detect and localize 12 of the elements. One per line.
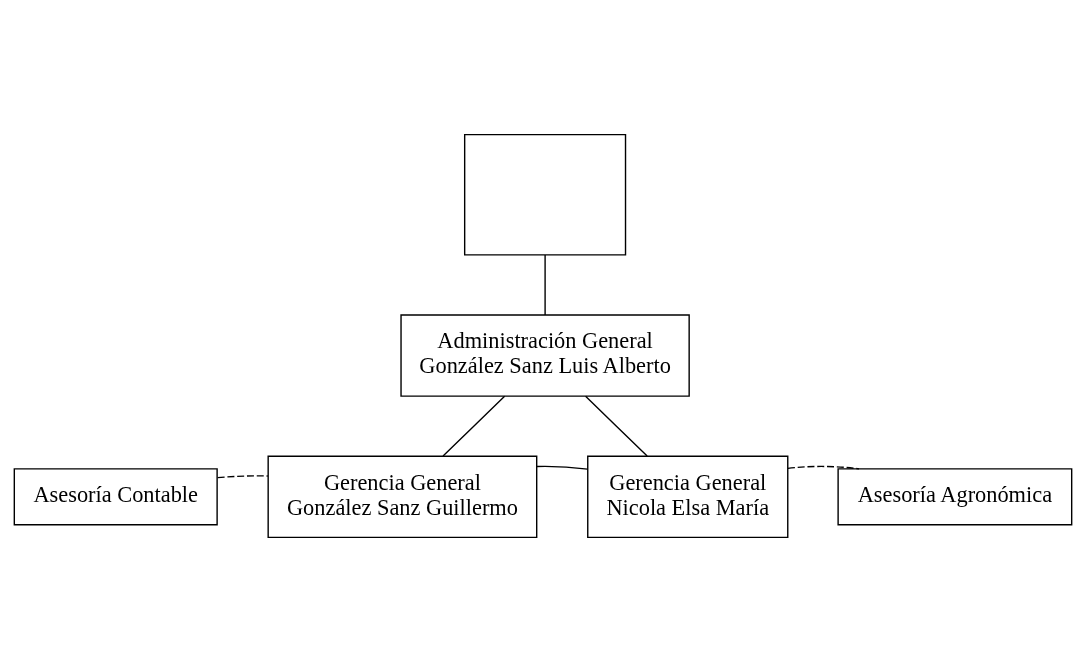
connector	[442, 395, 506, 457]
connector	[787, 465, 860, 470]
node-box	[464, 133, 627, 256]
node-box: Gerencia General González Sanz Guillermo	[267, 455, 538, 538]
node-box: Administración General González Sanz Luis Alberto	[400, 313, 690, 397]
node-box: Gerencia General Nicola Elsa María	[587, 455, 789, 538]
node-box: Asesoría Agronómica	[837, 467, 1073, 526]
connector	[216, 474, 269, 478]
node-box: Asesoría Contable	[13, 467, 218, 526]
connector	[544, 253, 546, 316]
connector	[536, 465, 589, 470]
connector	[584, 395, 648, 457]
